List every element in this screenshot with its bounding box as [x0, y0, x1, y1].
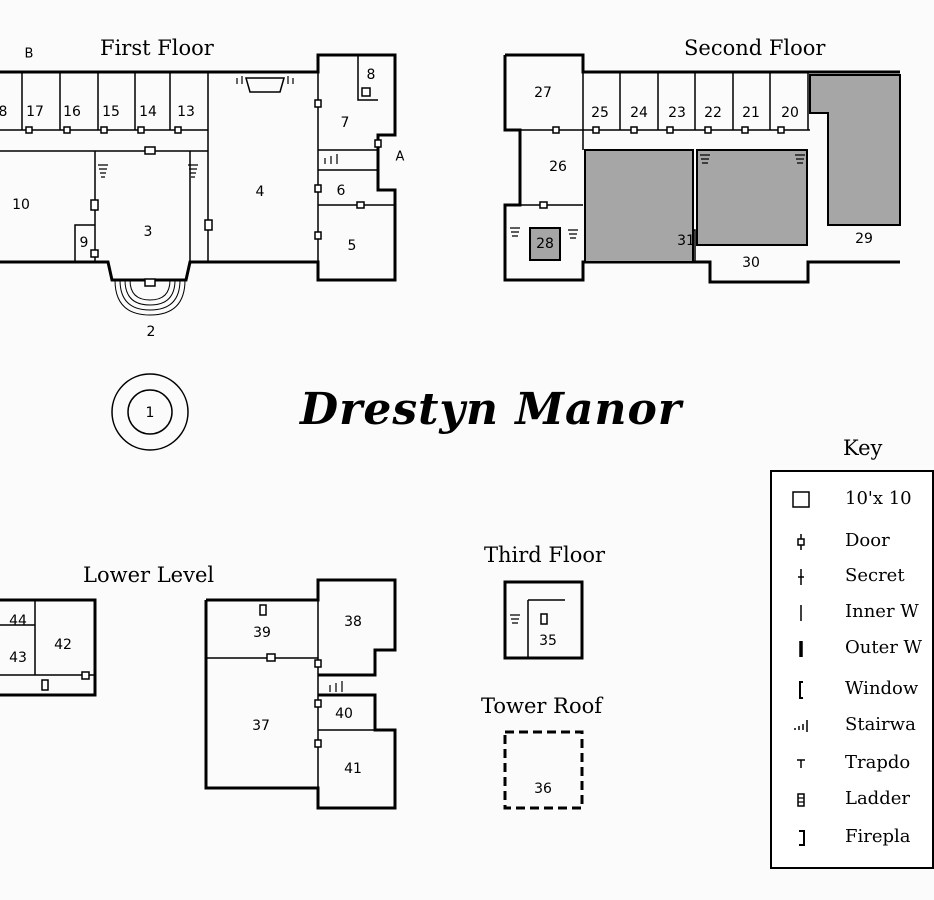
room-label: 4: [255, 184, 265, 200]
room-label: 15: [102, 104, 120, 120]
fireplace-icon: [799, 830, 805, 846]
room-label: 16: [63, 104, 81, 120]
key-item: Firepla: [772, 824, 932, 852]
marker-a: A: [395, 149, 405, 165]
map-title: Drestyn Manor: [300, 384, 683, 435]
square-icon: [792, 491, 810, 508]
key-item: Secret: [772, 563, 932, 591]
key-label: Outer W: [845, 637, 923, 658]
room-label: 7: [340, 115, 350, 131]
window-icon: [799, 681, 803, 699]
room-label: 26: [549, 159, 567, 175]
room-label: 25: [591, 105, 609, 121]
room-label: 17: [26, 104, 44, 120]
key-label: Ladder: [845, 788, 910, 809]
room-label: 27: [534, 85, 552, 101]
room-label: 36: [534, 781, 552, 797]
key-title: Key: [843, 436, 883, 460]
room-label: 10: [12, 197, 30, 213]
key-label: Inner W: [845, 601, 919, 622]
key-item: 10'x 10: [772, 486, 932, 514]
room-label: 1: [145, 405, 155, 421]
lower-level-outline: [0, 598, 97, 697]
third-floor-outline: [503, 580, 584, 660]
room-label: 14: [139, 104, 157, 120]
key-label: Door: [845, 530, 890, 551]
room-label: 3: [143, 224, 153, 240]
key-item: Trapdo: [772, 750, 932, 778]
room-label: 30: [742, 255, 760, 271]
key-item: Inner W: [772, 599, 932, 627]
lower-level-heading: Lower Level: [83, 563, 215, 587]
room-label: 28: [536, 236, 554, 252]
room-label: 29: [855, 231, 873, 247]
key-label: Trapdo: [845, 752, 911, 773]
room-label: 9: [79, 235, 89, 251]
key-label: Stairwa: [845, 714, 916, 735]
key-item: Door: [772, 528, 932, 556]
room-label: 22: [704, 105, 722, 121]
trapdoor-icon: [797, 759, 805, 768]
key-label: Secret: [845, 565, 905, 586]
key-label: 10'x 10: [845, 488, 912, 509]
key-item: Window: [772, 676, 932, 704]
room-label: 40: [335, 706, 353, 722]
secret-door-icon: [798, 569, 804, 585]
room-label: 13: [177, 104, 195, 120]
map-key: 10'x 10 Door Secret Inner W Outer W Wind…: [770, 470, 934, 869]
room-label: 8: [366, 67, 376, 83]
room-label: 42: [54, 637, 72, 653]
key-label: Window: [845, 678, 919, 699]
ladder-icon: [797, 793, 805, 807]
key-item: Outer W: [772, 635, 932, 663]
room-label: 38: [344, 614, 362, 630]
tower-roof-heading: Tower Roof: [481, 694, 603, 718]
stairway-icon: [794, 720, 808, 732]
room-label: 39: [253, 625, 271, 641]
door-icon: [797, 534, 805, 550]
key-item: Ladder: [772, 786, 932, 814]
key-item: Stairwa: [772, 712, 932, 740]
second-floor-heading: Second Floor: [684, 36, 826, 60]
room-label: 20: [781, 105, 799, 121]
marker-b: B: [24, 46, 34, 62]
room-label: 6: [336, 183, 346, 199]
room-label: 44: [9, 613, 27, 629]
room-label: 21: [742, 105, 760, 121]
room-label: 2: [146, 324, 156, 340]
manor-map: [0, 53, 901, 810]
key-label: Firepla: [845, 826, 911, 847]
third-floor-heading: Third Floor: [484, 543, 606, 567]
room-label: 24: [630, 105, 648, 121]
room-label: 5: [347, 238, 357, 254]
tower-roof-outline: [503, 730, 584, 810]
room-label: 35: [539, 633, 557, 649]
room-label: 8: [0, 104, 8, 120]
lower-level-main-outline: [204, 578, 397, 810]
room-label: 31: [677, 233, 695, 249]
inner-wall-icon: [800, 605, 802, 621]
outer-wall-icon: [799, 641, 803, 657]
first-floor-heading: First Floor: [100, 36, 214, 60]
room-label: 43: [9, 650, 27, 666]
room-label: 23: [668, 105, 686, 121]
room-label: 37: [252, 718, 270, 734]
room-label: 41: [344, 761, 362, 777]
